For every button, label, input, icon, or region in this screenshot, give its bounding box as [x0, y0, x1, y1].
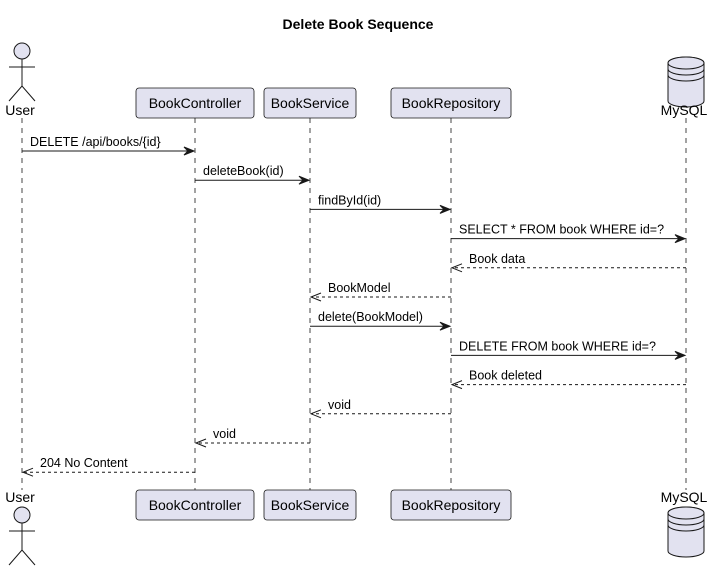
database-band: [667, 68, 705, 76]
participant-bookrepository-top: BookRepository: [390, 87, 512, 119]
participant-box: [135, 87, 255, 119]
participant-box: [263, 489, 357, 521]
reply-arrowhead: [21, 467, 34, 477]
message-arrowhead: [674, 350, 687, 360]
participant-box: [263, 87, 357, 119]
actor-legs: [8, 549, 36, 566]
message-11: void: [194, 427, 310, 448]
database-mysql-bottom: MySQL: [661, 489, 708, 558]
participant-label: MySQL: [661, 489, 708, 505]
participants-top: User BookController BookService BookReposit…: [5, 42, 708, 119]
message-arrowhead: [439, 204, 452, 214]
message-12: 204 No Content: [21, 456, 195, 477]
participant-label: BookService: [271, 497, 350, 513]
reply-arrowhead: [309, 292, 322, 302]
database-mysql-top: MySQL: [661, 56, 708, 118]
actor-user-bottom: User: [5, 489, 36, 566]
message-label: DELETE /api/books/{id}: [30, 135, 161, 149]
message-arrowhead: [439, 321, 452, 331]
message-label: findById(id): [318, 193, 381, 207]
actor-head: [13, 42, 31, 60]
message-label: 204 No Content: [40, 456, 128, 470]
participant-label: BookService: [271, 95, 350, 111]
message-label: void: [328, 398, 351, 412]
message-label: SELECT * FROM book WHERE id=?: [459, 223, 664, 237]
actor-user-top: User: [5, 42, 36, 118]
participant-label: MySQL: [661, 102, 708, 118]
participant-bookservice-top: BookService: [263, 87, 357, 119]
participant-label: User: [5, 102, 35, 118]
database-band: [667, 74, 705, 82]
participant-bookcontroller-bottom: BookController: [135, 489, 255, 521]
participant-label: User: [5, 489, 35, 505]
message-arrowhead: [298, 175, 311, 185]
database-band: [667, 518, 705, 526]
message-10: void: [309, 398, 451, 419]
message-label: void: [213, 427, 236, 441]
reply-arrowhead: [450, 263, 463, 273]
participant-bookcontroller-top: BookController: [135, 87, 255, 119]
message-label: deleteBook(id): [203, 164, 284, 178]
message-4: SELECT * FROM book WHERE id=?: [451, 223, 687, 244]
message-label: Book data: [469, 252, 525, 266]
message-3: findById(id): [310, 193, 452, 214]
reply-arrowhead: [194, 438, 207, 448]
participant-box: [135, 489, 255, 521]
message-label: DELETE FROM book WHERE id=?: [459, 339, 656, 353]
database-band: [667, 524, 705, 532]
participant-bookrepository-bottom: BookRepository: [390, 489, 512, 521]
participant-label: BookController: [149, 95, 242, 111]
actor-legs: [8, 85, 36, 102]
actor-head: [13, 506, 31, 524]
message-7: delete(BookModel): [310, 310, 452, 331]
diagram-title: Delete Book Sequence: [283, 16, 434, 32]
message-2: deleteBook(id): [195, 164, 311, 185]
message-label: Book deleted: [469, 369, 542, 383]
message-9: Book deleted: [450, 369, 686, 390]
message-arrowhead: [183, 146, 196, 156]
message-6: BookModel: [309, 281, 451, 302]
reply-arrowhead: [309, 409, 322, 419]
participant-box: [390, 87, 512, 119]
message-5: Book data: [450, 252, 686, 273]
participant-label: BookRepository: [402, 497, 501, 513]
reply-arrowhead: [450, 380, 463, 390]
participant-label: BookController: [149, 497, 242, 513]
message-label: BookModel: [328, 281, 391, 295]
database-top: [667, 56, 705, 70]
message-arrowhead: [674, 234, 687, 244]
participant-bookservice-bottom: BookService: [263, 489, 357, 521]
message-8: DELETE FROM book WHERE id=?: [451, 339, 687, 360]
message-1: DELETE /api/books/{id}: [22, 135, 196, 156]
database-top: [667, 506, 705, 520]
message-label: delete(BookModel): [318, 310, 423, 324]
messages: DELETE /api/books/{id} deleteBook(id) find…: [21, 135, 687, 477]
participant-box: [390, 489, 512, 521]
lifelines: [21, 118, 687, 490]
participant-label: BookRepository: [402, 95, 501, 111]
